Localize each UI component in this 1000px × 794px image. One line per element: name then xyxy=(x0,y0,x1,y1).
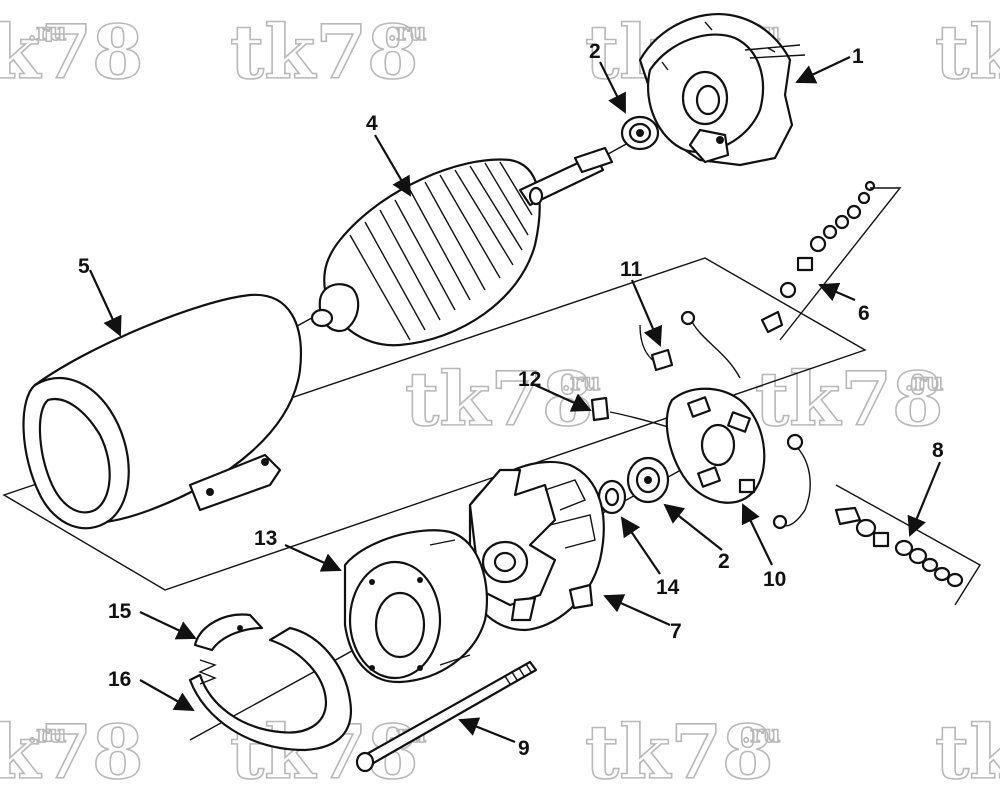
svg-text:.ru: .ru xyxy=(562,367,600,396)
watermark: tk78.ru xyxy=(0,709,144,794)
magnet-ring xyxy=(343,529,489,684)
watermark: tk78 xyxy=(934,9,1000,97)
svg-text:tk78: tk78 xyxy=(585,710,773,794)
svg-text:.ru: .ru xyxy=(28,17,66,46)
callout-4: 4 xyxy=(366,112,378,135)
terminal-hardware-upper xyxy=(760,180,902,341)
svg-text:.ru: .ru xyxy=(28,719,66,748)
clamp-band xyxy=(188,613,352,752)
callout-16: 16 xyxy=(108,668,131,691)
watermark: tk78.ru xyxy=(0,9,144,97)
svg-text:.ru: .ru xyxy=(742,719,780,748)
drive-end-housing xyxy=(638,13,806,167)
watermark: tk78.ru xyxy=(584,709,781,794)
svg-text:.ru: .ru xyxy=(905,367,943,396)
callout-2-upper: 2 xyxy=(589,40,601,63)
svg-text:tk78: tk78 xyxy=(755,357,943,443)
bearing-lower xyxy=(626,456,670,504)
svg-text:tk78: tk78 xyxy=(230,10,418,96)
svg-text:tk78: tk78 xyxy=(0,10,143,96)
lead-wires xyxy=(590,310,741,431)
svg-text:.ru: .ru xyxy=(388,17,426,46)
callout-1: 1 xyxy=(852,45,864,68)
watermark: tk78.ru xyxy=(404,356,601,444)
svg-text:tk78: tk78 xyxy=(935,710,1000,794)
callout-11: 11 xyxy=(620,258,643,281)
callout-5: 5 xyxy=(78,255,90,278)
callout-12: 12 xyxy=(518,368,541,391)
callout-10: 10 xyxy=(763,568,786,591)
callout-2-lower: 2 xyxy=(718,550,730,573)
brush-plate xyxy=(665,387,766,504)
commutator-end-frame xyxy=(468,460,605,632)
terminal-hardware-lower xyxy=(772,433,981,606)
callout-labels: 1 2 2 4 5 6 7 8 9 10 11 12 13 14 15 16 xyxy=(78,40,944,760)
callout-13: 13 xyxy=(254,527,277,550)
bearing-upper xyxy=(620,115,660,151)
watermark: tk78.ru xyxy=(754,356,944,444)
field-frame xyxy=(22,293,302,530)
callout-14: 14 xyxy=(656,576,680,599)
svg-text:tk78: tk78 xyxy=(405,357,593,443)
callout-9: 9 xyxy=(518,737,530,760)
armature xyxy=(310,146,614,347)
watermark: tk78.ru xyxy=(229,9,427,97)
callout-8: 8 xyxy=(932,439,944,462)
callout-7: 7 xyxy=(670,620,682,643)
callout-6: 6 xyxy=(858,302,870,325)
svg-text:tk78: tk78 xyxy=(935,10,1000,96)
through-bolt xyxy=(355,660,538,773)
thrust-washer xyxy=(597,479,627,515)
callout-15: 15 xyxy=(108,600,132,623)
svg-text:tk78: tk78 xyxy=(0,710,143,794)
watermark: tk78 xyxy=(934,709,1000,794)
leader-lines xyxy=(89,56,942,744)
